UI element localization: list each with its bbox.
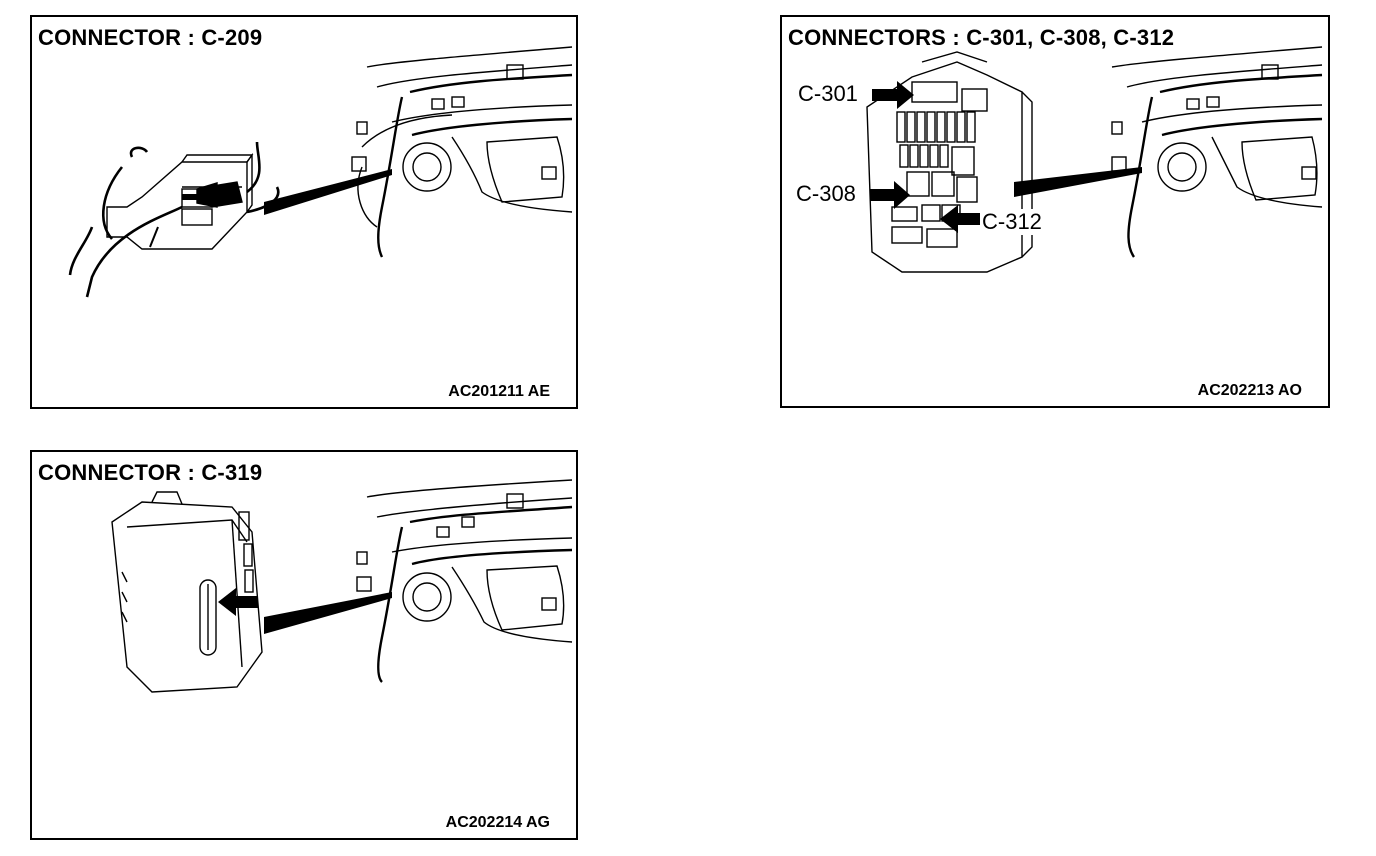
label-c312: C-312 (982, 209, 1042, 235)
connector-c209-drawing (68, 141, 280, 298)
c319-illustration (111, 479, 573, 693)
pointer-wedge (1014, 167, 1142, 197)
dashboard-harness-drawing (1111, 46, 1323, 258)
c312-arrow (940, 205, 980, 233)
c319-arrow (218, 588, 258, 616)
panel-title: CONNECTORS : C-301, C-308, C-312 (788, 25, 1179, 51)
junction-block-illustration (866, 46, 1323, 273)
diagram-panel-c209: CONNECTOR : C-209 AC201211 AE (30, 15, 578, 409)
c301-arrow (872, 81, 914, 109)
c308-arrow (870, 181, 910, 209)
dashboard-harness-drawing (356, 479, 573, 683)
diagram-panel-c301-c308-c312: CONNECTORS : C-301, C-308, C-312 C-301 C… (780, 15, 1330, 408)
figure-code: AC202213 AO (1197, 382, 1302, 399)
pointer-wedge (264, 592, 392, 634)
figure-code: AC201211 AE (448, 383, 550, 400)
control-unit-drawing (111, 491, 263, 693)
dashboard-harness-drawing (351, 46, 573, 258)
junction-block-drawing (866, 51, 1033, 273)
panel-title: CONNECTOR : C-209 (38, 25, 267, 51)
label-c308: C-308 (796, 181, 856, 207)
label-c301: C-301 (798, 81, 858, 107)
diagram-panel-c319: CONNECTOR : C-319 AC202214 AG (30, 450, 578, 840)
figure-code: AC202214 AG (445, 814, 550, 831)
panel-title: CONNECTOR : C-319 (38, 460, 267, 486)
c209-illustration (68, 46, 573, 298)
pointer-wedge (264, 169, 392, 215)
